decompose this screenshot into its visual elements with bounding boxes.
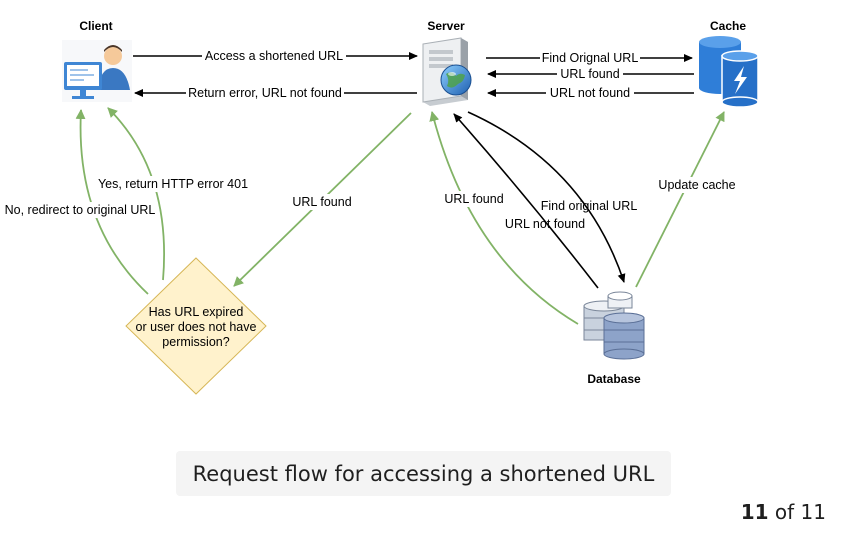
caption-text: Request flow for accessing a shortened U…	[192, 461, 655, 486]
edge-db-not-found	[453, 113, 599, 289]
edge-cache-not-found-label: URL not found	[550, 86, 630, 100]
cache-title: Cache	[710, 19, 746, 33]
server-icon	[422, 37, 472, 106]
request-flow-diagram: Client Server Cache Database	[4, 19, 759, 395]
edge-cache-found-label: URL found	[560, 67, 619, 81]
edge-find-db	[467, 111, 626, 283]
edge-access: Access a shortened URL	[133, 48, 418, 64]
database-icon	[583, 291, 645, 360]
slide-of: of	[774, 500, 795, 524]
slide-counter: 11 of 11	[741, 500, 826, 524]
decision-line-2: or user does not have	[136, 320, 257, 334]
edge-db-found: URL found	[429, 111, 579, 325]
edge-find-cache-label: Find Orignal URL	[542, 51, 639, 65]
edge-server-to-decision-label: URL found	[292, 195, 351, 209]
caption-box: Request flow for accessing a shortened U…	[176, 451, 671, 496]
edge-no-redirect: No, redirect to original URL	[4, 109, 156, 295]
edge-db-not-found-label: URL not found	[505, 217, 585, 231]
edge-access-label: Access a shortened URL	[205, 49, 343, 63]
decision-line-3: permission?	[162, 335, 229, 349]
server-title: Server	[427, 19, 465, 33]
edge-db-found-label: URL found	[444, 192, 503, 206]
client-title: Client	[79, 19, 112, 33]
slide-total: 11	[800, 500, 826, 524]
edge-server-to-decision: URL found	[233, 112, 412, 287]
edge-find-cache: Find Orignal URL	[486, 50, 693, 66]
edge-cache-not-found: URL not found	[487, 85, 694, 101]
slide-current: 11	[740, 500, 769, 524]
decision-node: Has URL expired or user does not have pe…	[125, 257, 267, 395]
edge-yes-error-label: Yes, return HTTP error 401	[98, 177, 248, 191]
client-user-icon	[62, 40, 132, 102]
edge-no-redirect-label: No, redirect to original URL	[5, 203, 156, 217]
decision-line-1: Has URL expired	[149, 305, 244, 319]
edge-return-error-label: Return error, URL not found	[188, 86, 342, 100]
edge-update-cache: Update cache	[635, 111, 739, 288]
edge-update-cache-label: Update cache	[658, 178, 735, 192]
edge-cache-found: URL found	[487, 66, 694, 82]
edge-yes-error: Yes, return HTTP error 401	[96, 107, 250, 281]
cache-icon	[699, 36, 759, 108]
edge-find-db-label: Find original URL	[541, 199, 638, 213]
edge-return-error: Return error, URL not found	[134, 85, 417, 101]
database-title: Database	[587, 372, 641, 386]
